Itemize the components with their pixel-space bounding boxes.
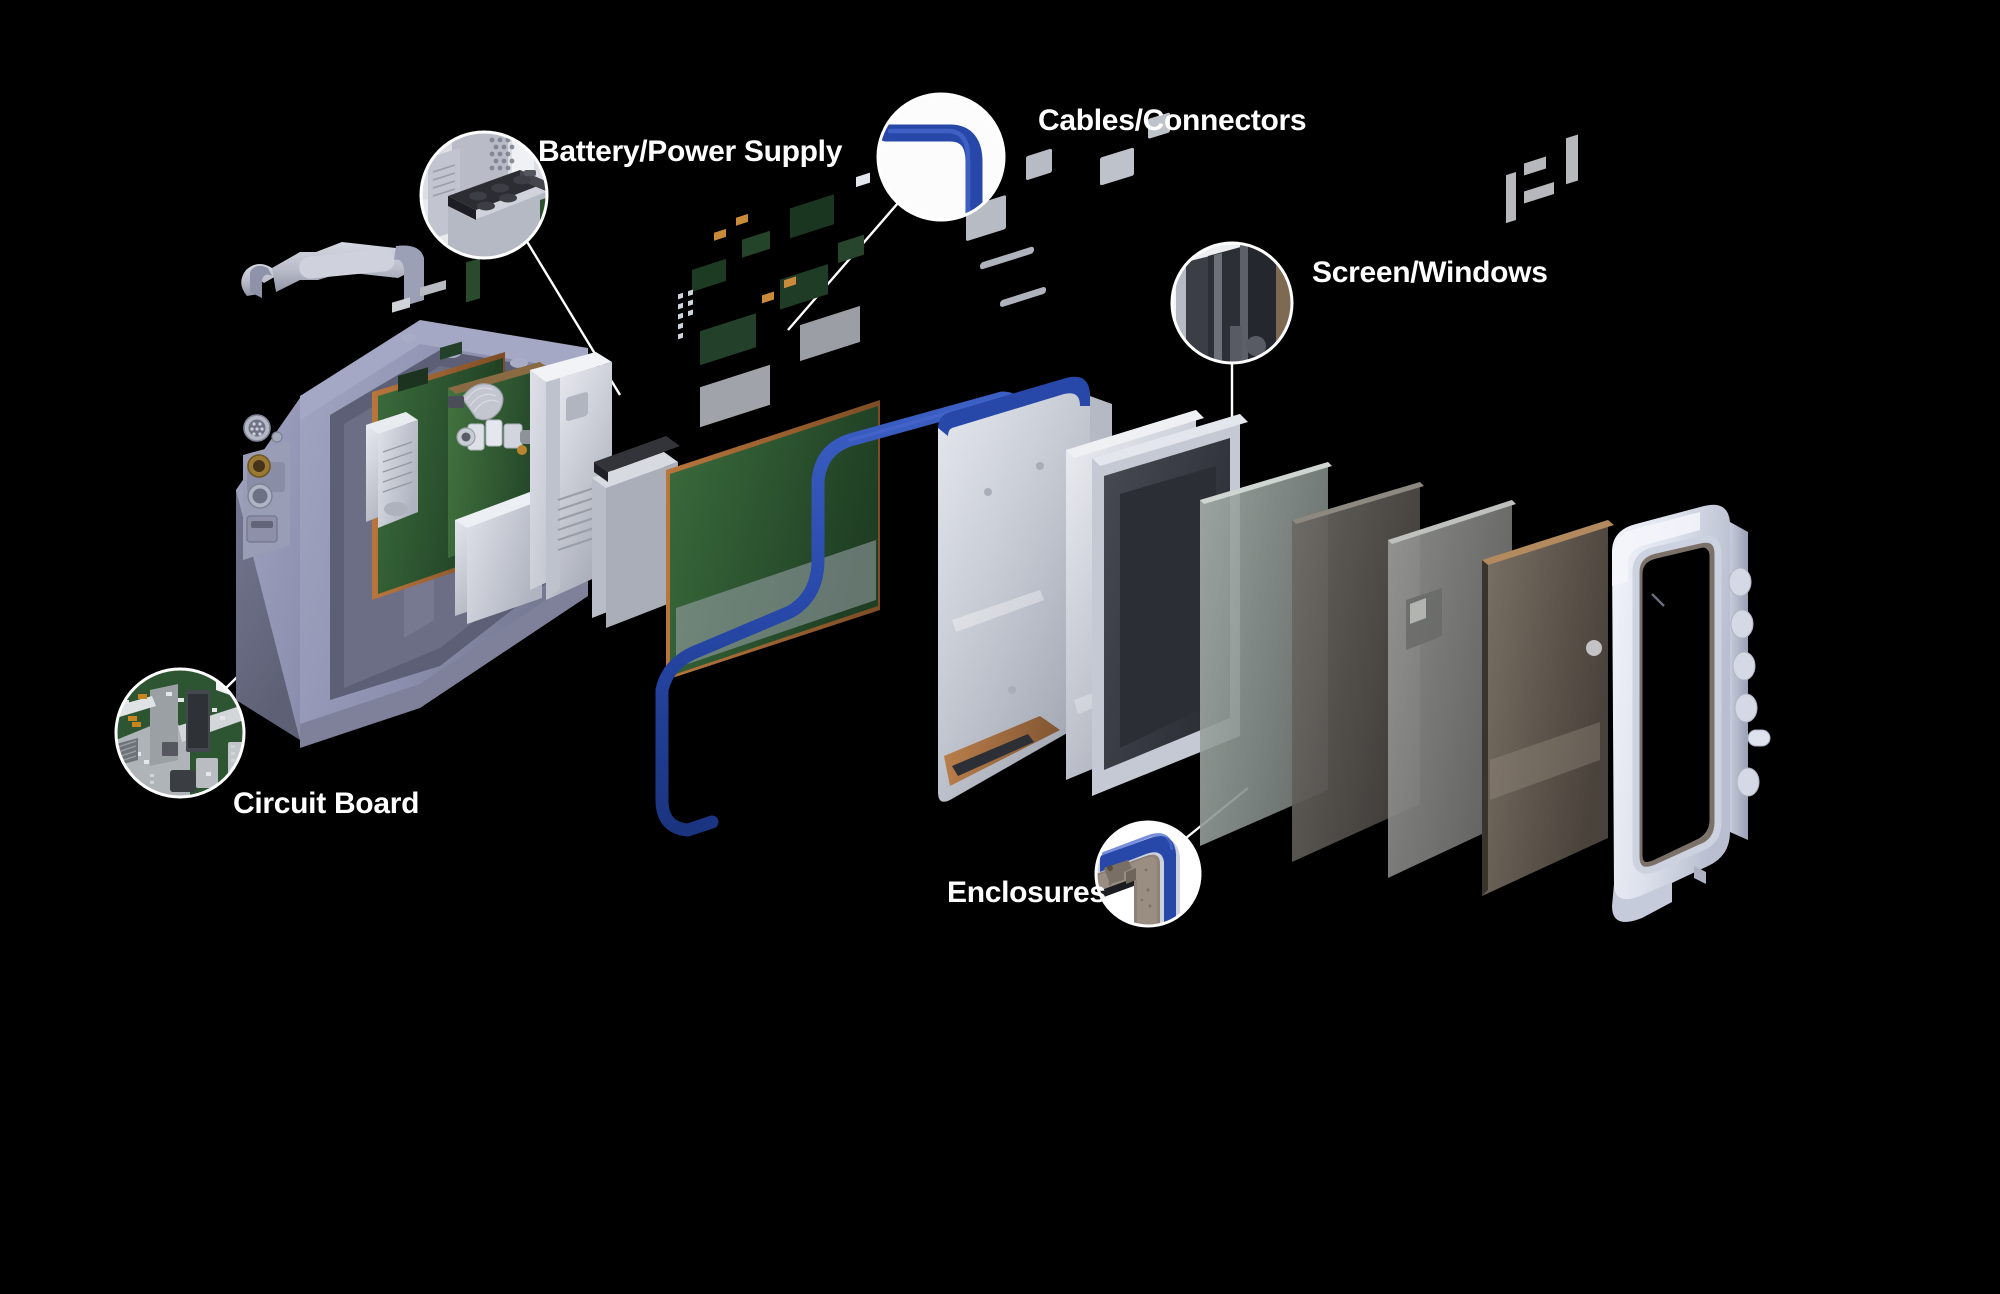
- part-inner-bracket: [448, 362, 548, 624]
- callout-label-circuit-board: Circuit Board: [233, 787, 420, 820]
- callout-enclosures-image: [1096, 822, 1200, 926]
- callout-circuit-board-image: [116, 669, 244, 797]
- part-battery-pack: [592, 436, 680, 628]
- callout-label-enclosures: Enclosures: [947, 876, 1106, 909]
- callout-label-cables-connectors: Cables/Connectors: [1038, 104, 1307, 137]
- callout-cables-image: [878, 94, 1004, 220]
- part-touch-glass: [1388, 500, 1516, 878]
- callout-label-screen-windows: Screen/Windows: [1312, 256, 1548, 289]
- callout-battery-power-supply[interactable]: [419, 130, 552, 262]
- callout-ring-screen: [1170, 241, 1294, 365]
- callout-ring-circuit-board: [114, 667, 246, 799]
- part-front-bezel: [1612, 504, 1771, 922]
- callout-ring-battery: [419, 130, 549, 260]
- part-graphic-overlay: [1482, 134, 1614, 896]
- pcb-components: [678, 172, 870, 366]
- callout-ring-enclosures: [1094, 820, 1202, 928]
- bezel-buttons[interactable]: [1728, 567, 1771, 797]
- leader-line-cables: [787, 202, 899, 331]
- callout-ring-cables: [876, 92, 1006, 222]
- ribbon-cable: [448, 383, 504, 421]
- callout-circuit-board[interactable]: [114, 667, 246, 799]
- callout-cables-connectors[interactable]: [876, 92, 1006, 224]
- assembly-group: [236, 112, 1771, 922]
- io-connector-panel: [243, 414, 290, 560]
- callout-label-battery-power-supply: Battery/Power Supply: [538, 135, 843, 168]
- carry-handle: [241, 242, 424, 306]
- callout-battery-image: [421, 132, 547, 258]
- cylindrical-connectors: [456, 419, 546, 455]
- callout-enclosures[interactable]: [1094, 820, 1202, 928]
